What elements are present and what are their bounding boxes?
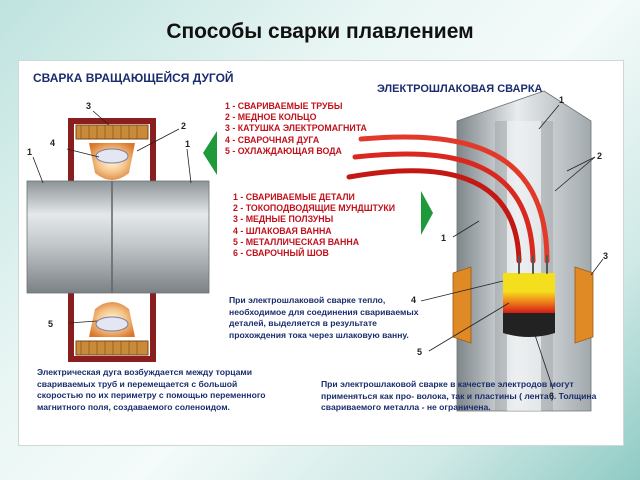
right-heading: ЭЛЕКТРОШЛАКОВАЯ СВАРКА xyxy=(377,83,543,95)
welded-pipes xyxy=(26,180,210,294)
left-legend-item: 5 - ОХЛАЖДАЮЩАЯ ВОДА xyxy=(225,145,342,156)
es-callout-6: 6 xyxy=(549,391,554,401)
callout-1-left: 1 xyxy=(27,147,32,157)
electroslag-note-2: При электрошлаковой сварке в качестве эл… xyxy=(321,379,597,412)
legend-arrow-right xyxy=(421,191,433,235)
es-callout-2: 2 xyxy=(597,151,602,161)
left-heading: СВАРКА ВРАЩАЮЩЕЙСЯ ДУГОЙ xyxy=(33,71,234,85)
diagram-panel: 3 2 4 1 1 5 1 2 1 3 4 5 6 СВАРКА ВРАЩАЮЩ… xyxy=(18,60,624,446)
welding-illustrations: 3 2 4 1 1 5 1 2 1 3 4 5 6 xyxy=(26,90,608,412)
slag-pool xyxy=(503,273,555,291)
weld-seam xyxy=(503,313,555,337)
es-callout-3: 3 xyxy=(603,251,608,261)
right-legend-item: 5 - МЕТАЛЛИЧЕСКАЯ ВАННА xyxy=(233,236,360,247)
copper-sliders xyxy=(452,266,594,344)
es-callout-5: 5 xyxy=(417,347,422,357)
slide-title: Способы сварки плавлением xyxy=(166,20,474,43)
rotating-arc-description: Электрическая дуга возбуждается между то… xyxy=(37,367,266,412)
right-legend-item: 2 - ТОКОПОДВОДЯЩИЕ МУНДШТУКИ xyxy=(233,203,396,214)
es-callout-1-top: 1 xyxy=(559,95,564,105)
left-callout-lines xyxy=(32,110,192,324)
left-legend-item: 1 - СВАРИВАЕМЫЕ ТРУБЫ xyxy=(225,101,343,111)
current-nozzles xyxy=(346,134,550,274)
welding-arc xyxy=(89,143,135,337)
left-legend-item: 3 - КАТУШКА ЭЛЕКТРОМАГНИТА xyxy=(225,123,367,134)
es-callout-4: 4 xyxy=(411,295,416,305)
legend-arrow-left xyxy=(203,131,217,175)
right-legend-item: 3 - МЕДНЫЕ ПОЛЗУНЫ xyxy=(233,214,334,225)
left-legend: 1 - СВАРИВАЕМЫЕ ТРУБЫ 2 - МЕДНОЕ КОЛЬЦО … xyxy=(225,101,367,157)
callout-5: 5 xyxy=(48,319,53,329)
electroslag-note-1: При электрошлаковой сварке тепло, необхо… xyxy=(229,295,419,340)
es-callout-1: 1 xyxy=(441,233,446,243)
callout-1-right: 1 xyxy=(185,139,190,149)
right-legend-item: 4 - ШЛАКОВАЯ ВАННА xyxy=(233,225,332,236)
right-legend: 1 - СВАРИВАЕМЫЕ ДЕТАЛИ 2 - ТОКОПОДВОДЯЩИ… xyxy=(233,192,395,259)
right-callout-lines xyxy=(420,104,604,390)
metal-pool xyxy=(503,291,555,313)
right-legend-item: 1 - СВАРИВАЕМЫЕ ДЕТАЛИ xyxy=(233,192,355,202)
left-legend-item: 2 - МЕДНОЕ КОЛЬЦО xyxy=(225,112,317,123)
right-legend-item: 6 - СВАРОЧНЫЙ ШОВ xyxy=(233,248,329,259)
callout-2: 2 xyxy=(181,121,186,131)
callout-4: 4 xyxy=(50,138,55,148)
left-legend-item: 4 - СВАРОЧНАЯ ДУГА xyxy=(225,134,320,145)
callout-3: 3 xyxy=(86,101,91,111)
welded-parts xyxy=(456,90,592,412)
